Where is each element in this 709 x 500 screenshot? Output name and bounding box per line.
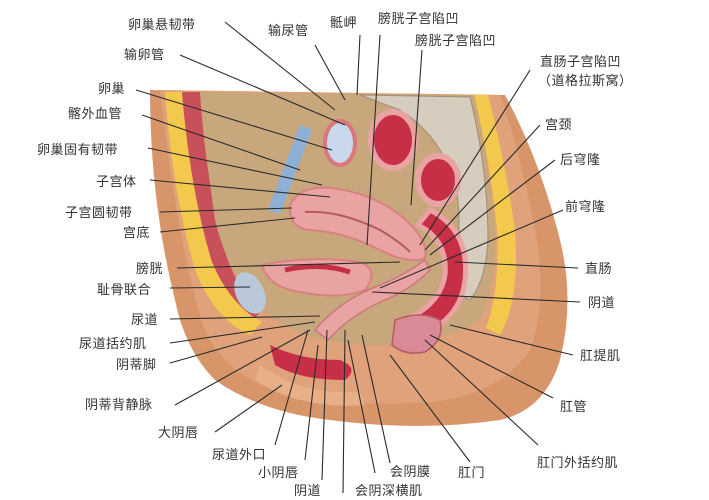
label-douglas-pouch: （道格拉斯窝） <box>538 74 633 89</box>
leader-lines <box>135 21 581 494</box>
label-suspensory-ligament-ovary: 卵巢悬韧带 <box>128 18 196 33</box>
label-uterine-body: 子宫体 <box>96 175 137 190</box>
label-ovary: 卵巢 <box>98 82 126 97</box>
label-labia-minora: 小阴唇 <box>258 466 299 481</box>
label-levator-ani: 肛提肌 <box>580 349 621 364</box>
label-rectouterine-pouch: 直肠子宫陷凹 <box>540 55 622 70</box>
label-deep-transverse-perineal: 会阴深横肌 <box>355 484 423 499</box>
label-dorsal-vein-clitoris: 阴蒂背静脉 <box>85 398 153 413</box>
label-external-iliac-vessels: 髂外血管 <box>68 107 123 122</box>
label-bladder: 膀胱 <box>136 262 164 277</box>
ovary <box>323 119 357 167</box>
posterior-fat-layer <box>474 95 516 335</box>
label-external-anal-sphincter: 肛门外括约肌 <box>537 456 619 471</box>
label-vesicouterine-pouch-1: 膀胱子宫陷凹 <box>378 12 460 27</box>
uterus <box>288 186 427 262</box>
label-urethra: 尿道 <box>131 313 159 328</box>
label-anal-canal: 肛管 <box>560 400 588 415</box>
pubic-symphysis <box>234 272 266 314</box>
label-crus-clitoris: 阴蒂脚 <box>116 358 157 373</box>
label-anterior-fornix: 前穹隆 <box>565 200 606 215</box>
label-labia-majora: 大阴唇 <box>158 426 199 441</box>
label-cervix: 宫颈 <box>545 118 573 133</box>
label-ovarian-ligament: 卵巢固有韧带 <box>37 143 119 158</box>
label-uterine-tube: 输卵管 <box>124 48 165 63</box>
anterior-fat-layer <box>165 92 262 335</box>
label-pubic-symphysis: 耻骨联合 <box>97 283 152 298</box>
label-round-ligament: 子宫圆韧带 <box>65 206 133 221</box>
label-urethral-sphincter: 尿道括约肌 <box>79 337 147 352</box>
label-perineal-membrane: 会阴膜 <box>390 465 431 480</box>
label-vagina-bottom: 阴道 <box>294 484 322 499</box>
label-anus: 肛门 <box>458 466 486 481</box>
label-posterior-fornix: 后穹隆 <box>560 153 601 168</box>
label-vesicouterine-pouch-2: 膀胱子宫陷凹 <box>415 34 497 49</box>
label-vagina-right: 阴道 <box>588 296 616 311</box>
label-external-urethral-orifice: 尿道外口 <box>212 448 267 463</box>
label-ureter: 输尿管 <box>268 24 309 39</box>
vagina <box>313 258 431 342</box>
label-fundus: 宫底 <box>123 226 151 241</box>
label-rectum: 直肠 <box>585 262 613 277</box>
label-promontory: 骶岬 <box>330 16 358 31</box>
